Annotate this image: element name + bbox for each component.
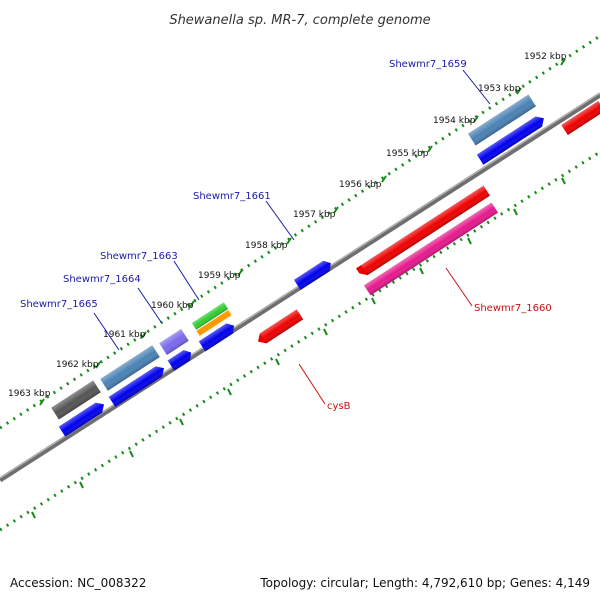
gene-label-1664[interactable]: Shewmr7_1664 <box>63 274 141 285</box>
tick-label: 1952 kbp <box>524 52 567 62</box>
gene-shewmr7-1659[interactable] <box>467 94 537 146</box>
gene-red-edge[interactable] <box>561 100 600 136</box>
gene-label-1661[interactable]: Shewmr7_1661 <box>193 191 271 202</box>
tick-label: 1958 kbp <box>245 241 288 251</box>
tick-label: 1961 kbp <box>103 330 146 340</box>
gene-shewmr7-1663-green[interactable] <box>191 302 229 330</box>
gene-shewmr7-1664[interactable] <box>159 329 189 355</box>
gene-shewmr7-1665[interactable] <box>100 345 160 391</box>
tick-label: 1953 kbp <box>478 84 521 94</box>
tick-label: 1963 kbp <box>8 389 51 399</box>
gene-shewmr7-1661[interactable] <box>293 258 334 290</box>
tick-labels: 1952 kbp 1953 kbp 1954 kbp 1955 kbp 1956… <box>8 52 567 399</box>
gene-shewmr7-1660[interactable] <box>363 202 499 296</box>
gene-cysb[interactable] <box>255 309 304 346</box>
gene-labels: Shewmr7_1659 Shewmr7_1661 Shewmr7_1663 S… <box>20 59 552 412</box>
inner-major-ticks <box>31 177 566 519</box>
map-title: Shewanella sp. MR-7, complete genome <box>169 13 430 28</box>
genome-summary-text: Topology: circular; Length: 4,792,610 bp… <box>260 576 590 590</box>
inner-tick-track <box>0 150 600 532</box>
reverse-genes <box>255 185 499 346</box>
label-connectors <box>93 69 491 405</box>
gene-blue-arrow[interactable] <box>167 347 195 371</box>
accession-text: Accession: NC_008322 <box>10 576 147 590</box>
tick-label: 1959 kbp <box>198 271 241 281</box>
gene-blue-arrow[interactable] <box>476 113 547 165</box>
gene-label-1663[interactable]: Shewmr7_1663 <box>100 251 178 262</box>
gene-blue-arrow[interactable] <box>58 399 107 437</box>
tick-label: 1957 kbp <box>293 210 336 220</box>
outer-major-ticks <box>39 58 566 406</box>
gene-blue-arrow[interactable] <box>108 363 168 407</box>
tick-label: 1956 kbp <box>339 180 382 190</box>
gene-shewmr7-1663-orange[interactable] <box>196 310 232 336</box>
tick-label: 1954 kbp <box>433 116 476 126</box>
tick-label: 1960 kbp <box>151 301 194 311</box>
tick-label: 1955 kbp <box>386 149 429 159</box>
gene-gray[interactable] <box>51 380 101 420</box>
tick-label: 1962 kbp <box>56 360 99 370</box>
gene-red-long[interactable] <box>355 185 491 279</box>
gene-label-1660[interactable]: Shewmr7_1660 <box>474 303 552 314</box>
gene-label-1659[interactable]: Shewmr7_1659 <box>389 59 467 70</box>
gene-blue-arrow[interactable] <box>198 321 237 352</box>
gene-label-cysb[interactable]: cysB <box>327 401 351 412</box>
forward-genes <box>51 94 600 437</box>
gene-label-1665[interactable]: Shewmr7_1665 <box>20 299 98 310</box>
